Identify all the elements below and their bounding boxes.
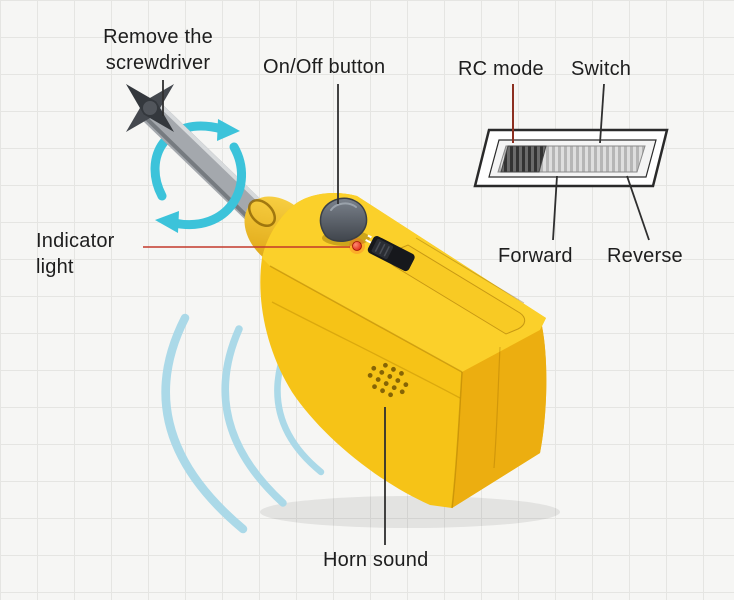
leader-lines xyxy=(143,80,650,545)
label-indicator-light: Indicator light xyxy=(36,230,115,279)
label-forward: Forward xyxy=(498,245,573,267)
switch-detail-diagram xyxy=(473,128,669,188)
rotation-arrows-icon-front xyxy=(155,142,247,233)
mode-switch xyxy=(365,234,415,272)
label-reverse: Reverse xyxy=(607,245,683,267)
label-horn-sound: Horn sound xyxy=(323,549,429,571)
label-remove-screwdriver: Remove the screwdriver xyxy=(103,26,213,75)
label-switch: Switch xyxy=(571,58,632,80)
forward-leader xyxy=(552,175,558,241)
label-on-off-button: On/Off button xyxy=(263,56,386,78)
switch-leader xyxy=(599,83,605,144)
device-body xyxy=(260,192,547,509)
reverse-leader xyxy=(626,175,650,241)
label-rc-mode: RC mode xyxy=(458,58,544,80)
screwdriver-shaft xyxy=(143,103,277,233)
indicator-light xyxy=(349,238,365,254)
speaker-grille-icon xyxy=(367,362,409,398)
ground-shadow xyxy=(260,496,560,528)
rotation-arrows-icon xyxy=(150,119,240,201)
phillips-tip-icon xyxy=(125,83,175,133)
switch-knob xyxy=(500,145,547,173)
